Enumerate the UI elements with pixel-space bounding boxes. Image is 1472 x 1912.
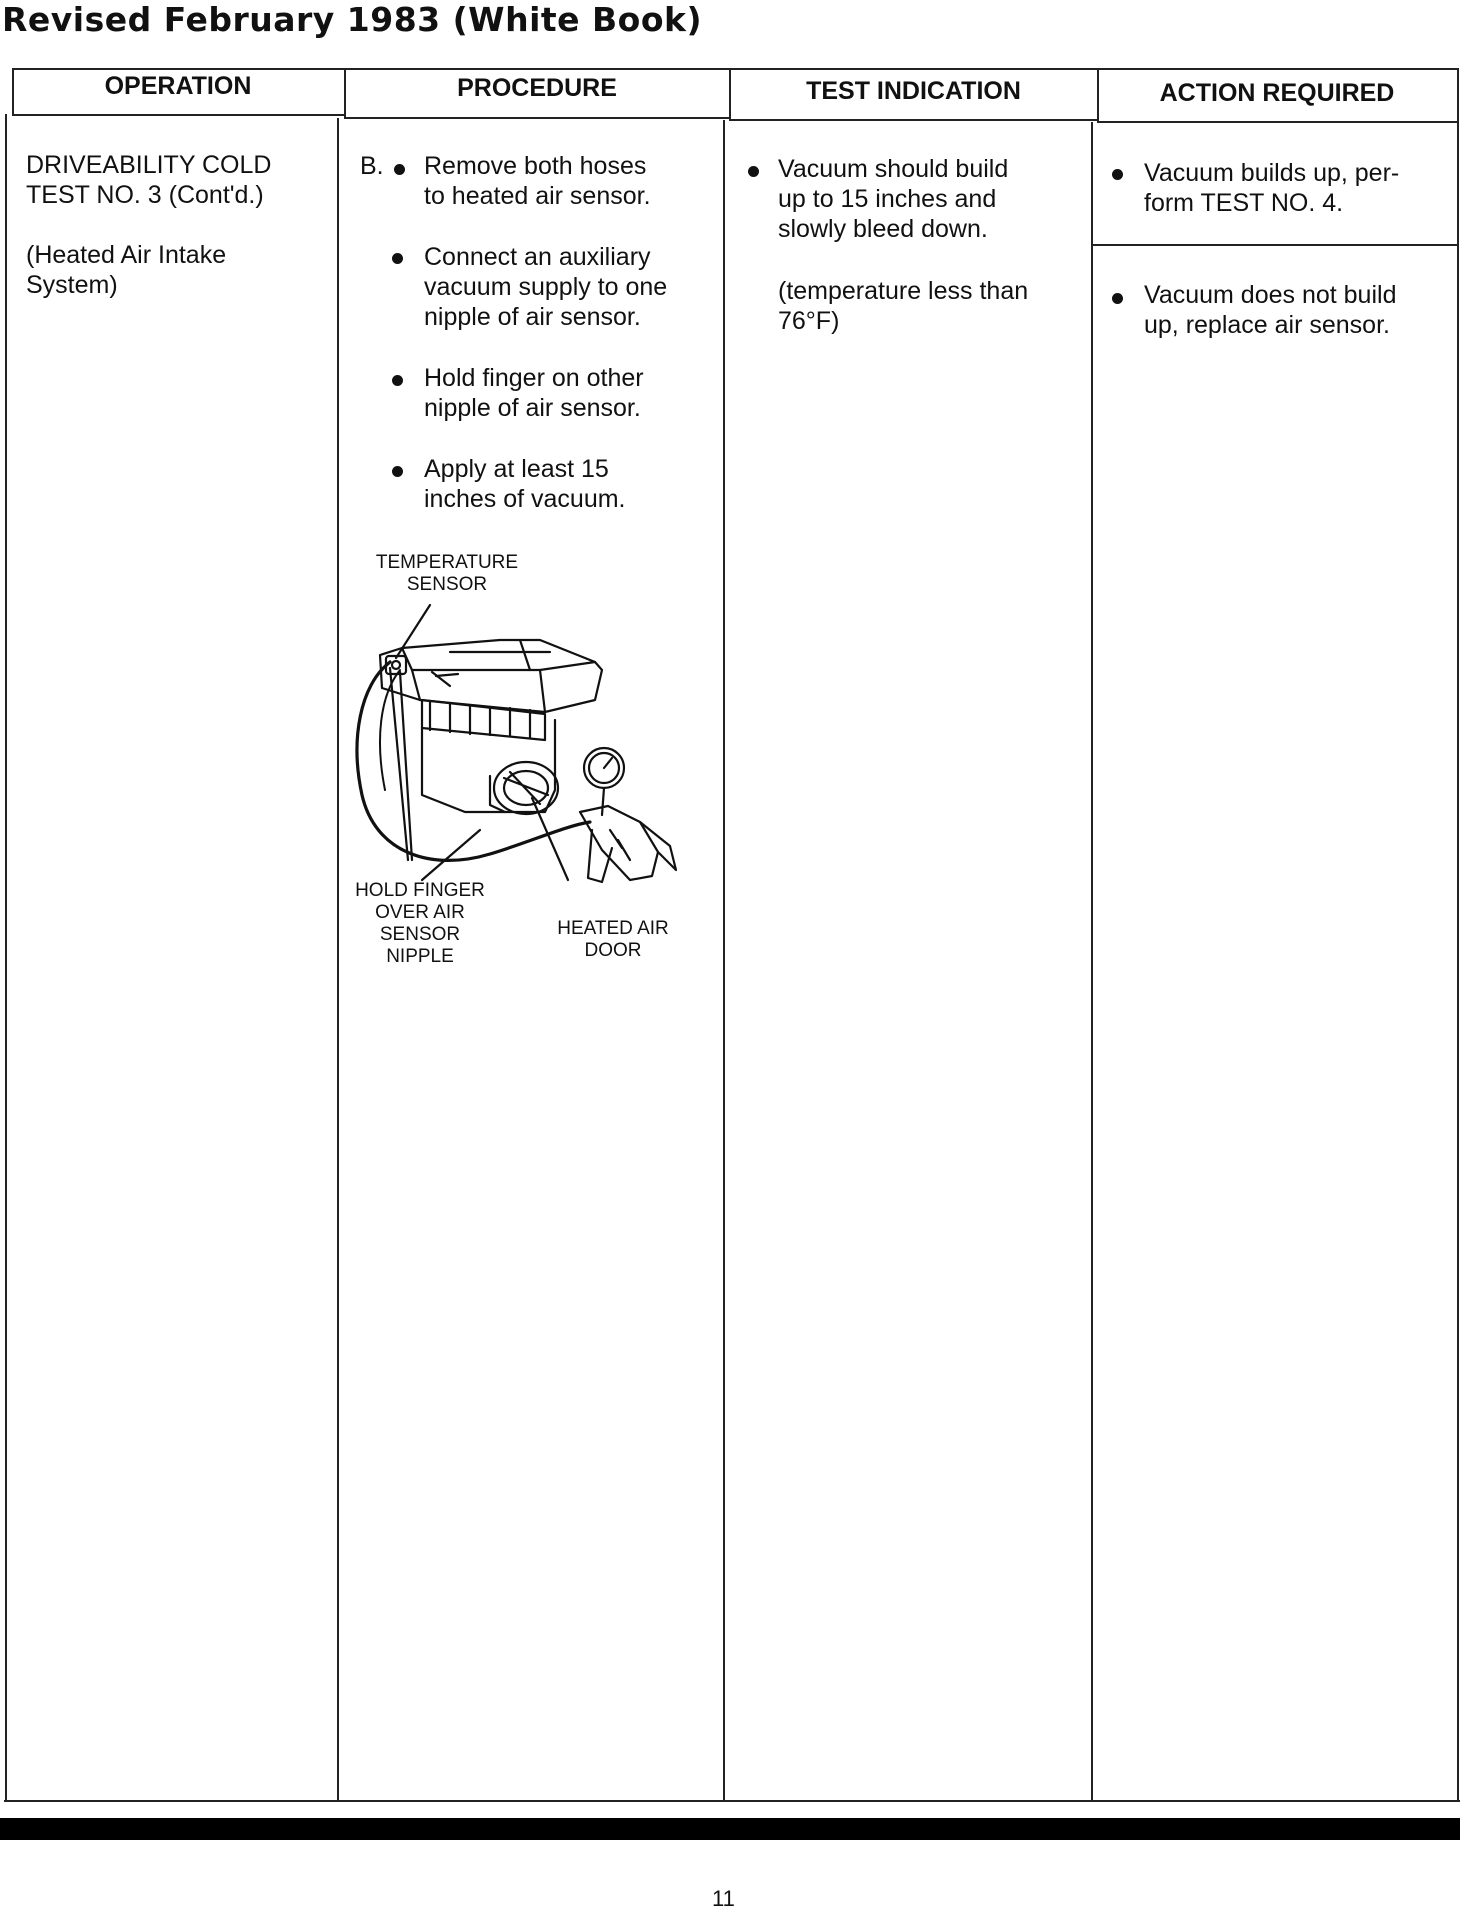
header-divider-4 <box>1097 121 1459 123</box>
operation-line-1: DRIVEABILITY COLD <box>26 151 272 179</box>
col-header-action-required: ACTION REQUIRED <box>1159 79 1395 107</box>
col-divider-1-top <box>344 68 346 118</box>
figure-label-hold-2: OVER AIR <box>375 902 465 923</box>
figure-label-door-2: DOOR <box>584 940 642 961</box>
test-indication-note-1: (temperature less than <box>778 277 1029 305</box>
col-header-test-indication: TEST INDICATION <box>806 77 1021 105</box>
procedure-step-2-line-1: Connect an auxiliary <box>424 243 651 271</box>
bullet-icon <box>392 466 403 477</box>
figure-label-hold-3: SENSOR <box>379 924 461 945</box>
action-2-line-2: up, replace air sensor. <box>1144 311 1390 339</box>
air-cleaner-illustration <box>355 603 678 884</box>
bullet-icon <box>392 375 403 386</box>
figure-label-hold-1: HOLD FINGER <box>355 880 485 901</box>
test-indication-line-3: slowly bleed down. <box>778 215 988 243</box>
table-top-border <box>12 68 1459 70</box>
test-indication-note-2: 76°F) <box>778 307 840 335</box>
procedure-step-1-line-2: to heated air sensor. <box>424 182 651 210</box>
page-title: Revised February 1983 (White Book) <box>2 0 703 39</box>
operation-line-4: System) <box>26 271 118 299</box>
test-indication-line-1: Vacuum should build <box>778 155 1009 183</box>
operation-line-3: (Heated Air Intake <box>26 241 227 269</box>
table-right-border <box>1457 68 1459 1802</box>
figure-label-hold-4: NIPPLE <box>386 946 454 967</box>
col-divider-1 <box>337 118 339 1802</box>
action-divider <box>1093 244 1459 246</box>
action-2-line-1: Vacuum does not build <box>1144 281 1397 309</box>
col-divider-3 <box>1091 122 1093 1802</box>
bullet-icon <box>1112 169 1123 180</box>
bullet-icon <box>392 253 403 264</box>
col-header-procedure: PROCEDURE <box>457 74 617 102</box>
header-divider-2 <box>344 117 730 119</box>
col-divider-3-top <box>1097 68 1099 122</box>
procedure-step-2-line-2: vacuum supply to one <box>424 273 668 301</box>
procedure-step-3-line-2: nipple of air sensor. <box>424 394 641 422</box>
footer-rule <box>0 1818 1460 1840</box>
procedure-step-2-line-3: nipple of air sensor. <box>424 303 641 331</box>
table-left-border <box>5 114 7 1802</box>
test-indication-line-2: up to 15 inches and <box>778 185 997 213</box>
header-divider-3 <box>729 119 1099 121</box>
header-divider-1 <box>12 114 344 116</box>
col-divider-2 <box>723 120 725 1802</box>
action-1-line-1: Vacuum builds up, per- <box>1144 159 1400 187</box>
col-header-operation: OPERATION <box>104 72 252 100</box>
col-divider-2-top <box>729 68 731 120</box>
procedure-prefix: B. <box>360 152 384 180</box>
table-bottom-border <box>4 1800 1460 1802</box>
procedure-step-4-line-1: Apply at least 15 <box>424 455 609 483</box>
bullet-icon <box>1112 293 1123 304</box>
table-left-border-top <box>12 68 14 114</box>
procedure-step-3-line-1: Hold finger on other <box>424 364 644 392</box>
figure-label-temperature-2: SENSOR <box>406 574 488 595</box>
page-number: 11 <box>712 1886 735 1911</box>
procedure-step-1-line-1: Remove both hoses <box>424 152 647 180</box>
bullet-icon <box>748 166 759 177</box>
bullet-icon <box>394 164 405 175</box>
procedure-step-4-line-2: inches of vacuum. <box>424 485 626 513</box>
operation-line-2: TEST NO. 3 (Cont'd.) <box>26 181 264 209</box>
action-1-line-2: form TEST NO. 4. <box>1144 189 1344 217</box>
figure-label-temperature-1: TEMPERATURE <box>375 552 519 573</box>
figure-label-door-1: HEATED AIR <box>557 918 669 939</box>
